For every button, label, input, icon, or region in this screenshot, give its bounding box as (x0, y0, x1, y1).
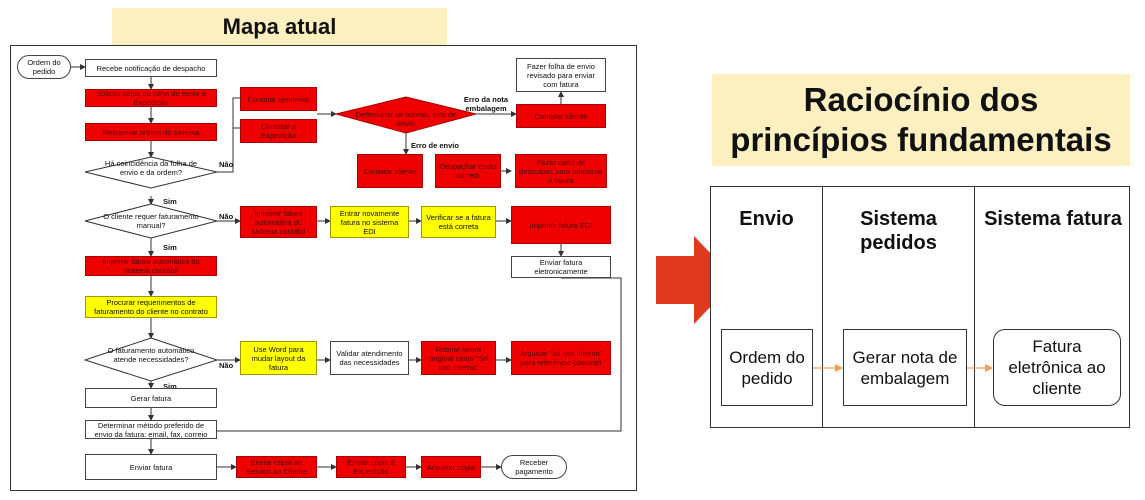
contact-seller-step: Contatar vendedor (240, 87, 317, 111)
lane-header-shipping: Envio (739, 208, 794, 230)
lane-box-packing-note: Gerar nota de embalagem (843, 329, 967, 406)
first-principles-title: Raciocínio dos princípios fundamentais (712, 74, 1130, 166)
packing-error-label: Erro da nota embalagem (463, 95, 509, 113)
no-label-2: Não (219, 212, 234, 221)
reenter-edi-step: Entrar novamente fatura no sistema EDI (330, 206, 409, 238)
shipping-error-label: Erro de envio (411, 141, 459, 150)
lane-connectors (813, 363, 994, 373)
print-automatic-invoice-step: Imprimir fatura automática do sistema co… (240, 206, 317, 238)
no-label-3: Não (219, 361, 234, 370)
request-copy-step: Solicita cópia da folha de envio à Exped… (85, 89, 217, 107)
revised-shipping-sheet-step: Fazer folha de envio revisado para envia… (516, 58, 606, 92)
determine-method-step: Determinar método preferido de envio da … (85, 420, 217, 439)
lane-divider-1 (822, 187, 823, 427)
yes-label-2: Sim (163, 243, 177, 252)
automatic-billing-decision: O faturamento automático atende necessid… (107, 346, 195, 364)
archive-internal-step: Arquivar "só uso interno" para referênci… (511, 341, 611, 375)
transition-arrow-icon (656, 236, 736, 324)
generate-invoice-step: Gerar fatura (85, 388, 217, 408)
lane-box-electronic-invoice: Fatura eletrônica ao cliente (993, 329, 1121, 406)
current-map-title: Mapa atual (112, 8, 447, 46)
yes-label-3: Sim (163, 382, 177, 391)
flowchart-connectors (71, 64, 622, 470)
print-automatic-invoice-step-2: Imprimir fatura automática do sistema co… (85, 256, 217, 276)
manual-billing-decision: O cliente requer faturamento manual? (103, 212, 199, 230)
lane-divider-2 (974, 187, 975, 427)
copy-customer-service-step: Enviar cópia ao Serviço ao Cliente (236, 456, 317, 478)
current-process-flowchart: Ordem do pedido Recebe notificação de de… (10, 45, 637, 491)
contact-customer-step: Contatar cliente (516, 104, 606, 128)
contact-shipping-step: Contatar a Expedição (240, 119, 317, 143)
contact-customer-step-2: Contatar cliente (357, 154, 423, 188)
copy-shipping-step: Enviar cópia à Expedição (336, 456, 406, 478)
lane-header-orders: Sistema pedidos (860, 208, 937, 254)
label-internal-use-step: Rotular fatura original como "Só uso int… (421, 341, 496, 375)
lane-header-invoice: Sistema fatura (984, 208, 1122, 230)
dispatch-correct-step: Despachar envio correto (435, 154, 501, 188)
verify-invoice-step: Verificar se a fatura está correta (421, 206, 496, 238)
first-principles-title-line2: princípios fundamentais (730, 121, 1112, 158)
retrieve-order-step: Recuperar ordem do sistema (85, 123, 217, 141)
yes-label-1: Sim (163, 197, 177, 206)
receive-notification-step: Recebe notificação de despacho (85, 59, 217, 77)
archive-copy-step: Arquivar cópia (421, 456, 481, 478)
send-electronically-step: Enviar fatura eletronicamente (511, 256, 611, 278)
first-principles-title-line1: Raciocínio dos (803, 81, 1039, 118)
swimlane-diagram: Envio Sistema pedidos Sistema fatura Ord… (710, 186, 1130, 428)
validate-needs-step: Validar atendimento das necessidades (330, 341, 409, 375)
shipping-error-decision: Determinar se ocorreu erro de envio (355, 110, 457, 128)
match-decision: Há coincidência da folha de envio e da o… (104, 159, 198, 177)
start-order-terminal: Ordem do pedido (17, 55, 71, 79)
find-contract-requirements-step: Procurar requerimentos de faturamento do… (85, 296, 217, 318)
receive-payment-terminal: Receber pagamento (501, 455, 567, 479)
no-label-1: Não (219, 160, 234, 169)
word-layout-step: Use Word para mudar layout da fatura (240, 341, 317, 375)
apology-letter-step: Fazer carta de desculpas para adicionar … (515, 154, 607, 188)
lane-box-order: Ordem do pedido (721, 329, 813, 406)
print-edi-invoice-step: Imprimir fatura EDI (511, 206, 611, 244)
send-invoice-step: Enviar fatura (85, 454, 217, 480)
